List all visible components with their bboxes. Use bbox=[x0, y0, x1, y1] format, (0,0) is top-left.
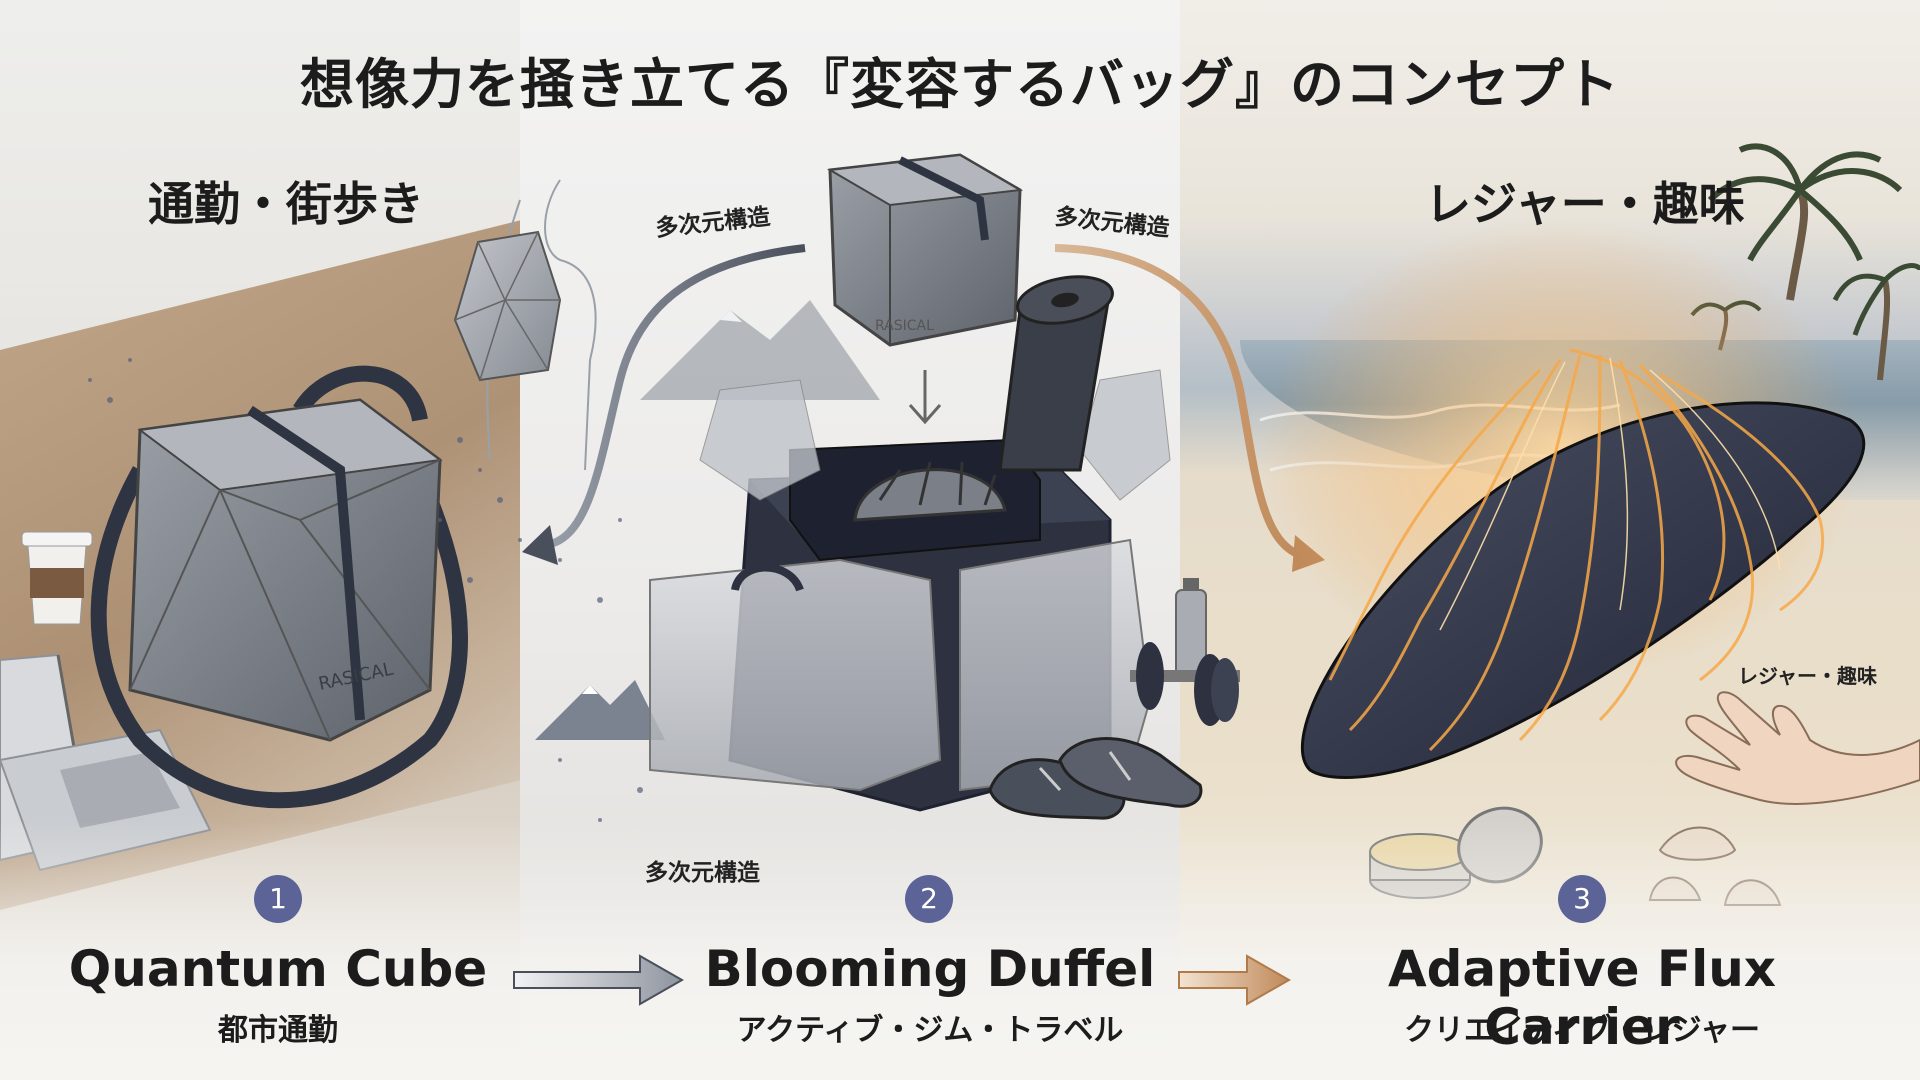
product-name-adaptive-flux-carrier: Adaptive Flux Carrier bbox=[1387, 940, 1777, 1056]
glowing-strands bbox=[1328, 348, 1825, 752]
mountain-icon bbox=[535, 300, 880, 740]
yoga-mat-icon bbox=[998, 275, 1114, 472]
flow-arrow-1-to-2 bbox=[513, 954, 685, 1006]
dumbbell-icon bbox=[1130, 642, 1240, 726]
backpack-icon bbox=[453, 230, 562, 382]
product-number-1: 1 bbox=[254, 875, 302, 923]
helmet-icon bbox=[853, 461, 1007, 522]
section-heading-commute: 通勤・街歩き bbox=[148, 177, 424, 231]
cube-bag-icon: RASICAL bbox=[90, 365, 468, 809]
brand-label-small: RASICAL bbox=[875, 318, 934, 334]
small-cube-bag-icon: RASICAL bbox=[826, 153, 1024, 347]
product-name-blooming-duffel: Blooming Duffel bbox=[704, 940, 1156, 998]
surfboard-icon bbox=[1300, 401, 1866, 779]
page-title: 想像力を掻き立てる『変容するバッグ』のコンセプト bbox=[300, 53, 1620, 116]
product-number-2: 2 bbox=[905, 875, 953, 923]
hand-icon bbox=[1675, 691, 1920, 805]
product-number-3: 3 bbox=[1558, 875, 1606, 923]
bottom-fade bbox=[0, 820, 1920, 1080]
down-arrow-icon bbox=[908, 370, 942, 425]
product-subtitle-creative: クリエイティブ・レジャー bbox=[1403, 1013, 1761, 1048]
leisure-label-small: レジャー・趣味 bbox=[1738, 664, 1877, 688]
coffee-cup-icon bbox=[21, 531, 93, 625]
product-subtitle-commute: 都市通勤 bbox=[218, 1013, 338, 1048]
multi-dimension-label-bottom: 多次元構造 bbox=[645, 860, 760, 886]
curved-arrow-left bbox=[522, 244, 806, 565]
duffel-bag-icon bbox=[649, 369, 1171, 812]
section-heading-leisure: レジャー・趣味 bbox=[1425, 177, 1745, 231]
product-name-quantum-cube: Quantum Cube bbox=[68, 940, 488, 998]
flow-arrow-2-to-3 bbox=[1178, 954, 1292, 1006]
climbing-shoes-icon bbox=[988, 737, 1203, 820]
glowing-strands-bright bbox=[1439, 357, 1781, 631]
product-subtitle-active: アクティブ・ジム・トラベル bbox=[736, 1013, 1124, 1048]
